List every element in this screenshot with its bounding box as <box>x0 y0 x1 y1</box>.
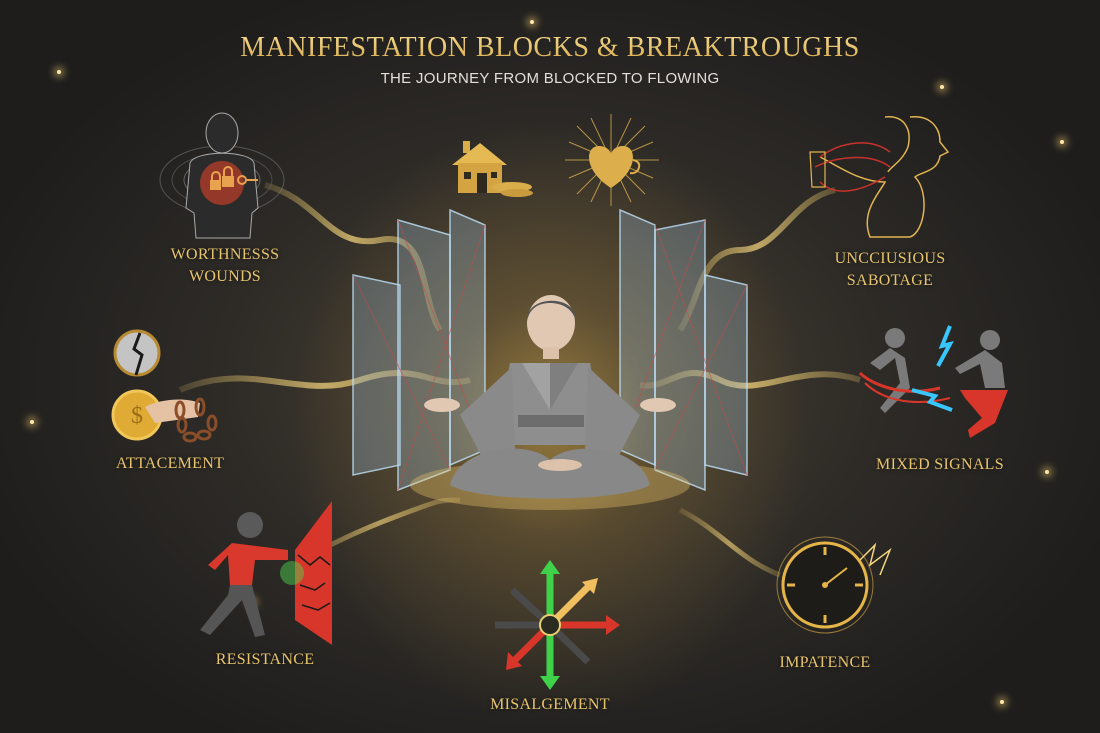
house-icon <box>447 135 537 200</box>
self-pulling-silhouette-icon <box>790 112 970 242</box>
sparkle <box>57 70 61 74</box>
locked-heart-figure-icon <box>140 108 310 243</box>
block-label: RESISTANCE <box>215 651 315 668</box>
page-title: MANIFESTATION BLOCKS & BREAKTROUGHS <box>0 32 1100 64</box>
block-label: WORTHNESSS <box>170 246 280 263</box>
sparkle <box>530 20 534 24</box>
block-label: SABOTAGE <box>846 272 934 289</box>
block-label: MISALGEMENT <box>490 696 610 713</box>
pushing-wall-icon <box>170 495 340 645</box>
block-label: WOUNDS <box>188 268 262 285</box>
block-label: ATTACEMENT <box>115 455 225 472</box>
glass-panels <box>345 205 755 505</box>
conflicting-figures-icon <box>840 318 1030 443</box>
heart-icon <box>563 112 663 207</box>
block-label: IMPATENCE <box>779 654 871 671</box>
sparkle <box>940 85 944 89</box>
scattered-arrows-icon <box>480 560 620 690</box>
sparkle <box>1060 140 1064 144</box>
block-label: UNCCIUSIOUS <box>834 250 946 267</box>
page-subtitle: THE JOURNEY FROM BLOCKED TO FLOWING <box>380 70 720 87</box>
block-label: MIXED SIGNALS <box>876 456 1004 473</box>
sparkle <box>1045 470 1049 474</box>
clock-icon <box>775 530 905 640</box>
meditating-person <box>400 285 700 515</box>
sparkle <box>1000 700 1004 704</box>
chained-coin-hand-icon: $ <box>100 325 300 445</box>
sparkle <box>30 420 34 424</box>
svg-text:$: $ <box>131 403 143 429</box>
